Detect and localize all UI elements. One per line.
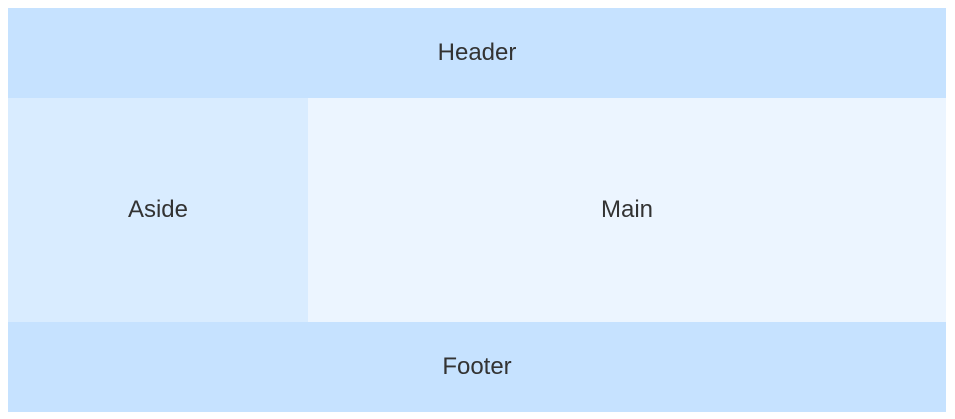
page-layout: Header Aside Main Footer [8,8,946,412]
footer-section: Footer [8,322,946,412]
main-section: Main [308,98,946,322]
aside-label: Aside [127,196,189,223]
footer-label: Footer [442,353,512,380]
header-label: Header [437,39,517,66]
aside-section: Aside [8,98,308,322]
main-label: Main [600,196,654,223]
header-section: Header [8,8,946,98]
content-row: Aside Main [8,98,946,322]
